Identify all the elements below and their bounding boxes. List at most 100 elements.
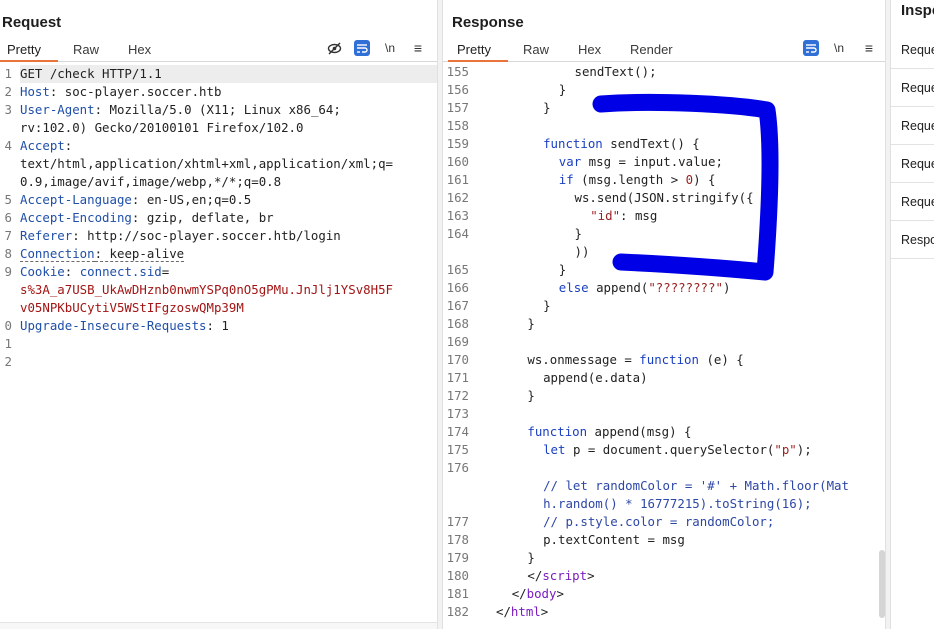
code-text: text/html,application/xhtml+xml,applicat… [20,155,393,173]
response-tab-raw[interactable]: Raw [523,42,550,57]
code-text: "id": msg [590,207,657,225]
code-token: Upgrade-Insecure-Requests [20,318,207,333]
newline-icon[interactable]: \n [833,41,844,55]
code-line: 167} [443,297,889,315]
menu-icon[interactable]: ≡ [413,40,423,56]
line-number: 1 [4,66,12,81]
code-token: Cookie [20,264,65,279]
code-line: 182 </html> [443,603,889,621]
line-number: 163 [446,208,469,223]
code-token: else [558,280,589,295]
active-tab-indicator [0,60,58,62]
code-token: ) { [693,172,716,187]
code-line: rv:102.0) Gecko/20100101 Firefox/102.0 [0,119,437,137]
response-tab-hex[interactable]: Hex [578,42,602,57]
code-line: 178 p.textContent = msg [443,531,889,549]
code-token: sendText() { [602,136,700,151]
code-token: > [556,586,564,601]
request-tab-hex[interactable]: Hex [128,42,152,57]
code-text: Accept-Encoding: gzip, deflate, br [20,209,274,227]
inspector-item[interactable]: Reque [891,31,934,69]
code-text: append(e.data) [543,369,647,387]
response-tab-pretty[interactable]: Pretty [457,42,491,57]
code-text: </script> [527,567,594,585]
response-tab-render[interactable]: Render [630,42,673,57]
line-number: 174 [446,424,469,439]
newline-icon[interactable]: \n [384,41,395,55]
code-line: 158 [443,117,889,135]
code-token: if [558,172,574,187]
code-text: </html> [496,603,548,621]
inspector-item[interactable]: Respo [891,221,934,259]
code-text: v05NPKbUCytiV5WStIFgzoswQMp39M [20,299,244,317]
code-token: : http://soc-player.soccer.htb/login [72,228,341,243]
code-token: s%3A_a7USB_UkAwDHznb0nwmYSPq0nO5gPMu.JnJ… [20,282,393,297]
line-number: 7 [4,228,12,243]
line-number: 179 [446,550,469,565]
line-number: 3 [4,102,12,117]
code-line: 177// p.style.color = randomColor; [443,513,889,531]
code-token: var [558,154,582,169]
line-number: 162 [446,190,469,205]
code-token: text/html,application/xhtml+xml,applicat… [20,156,393,171]
code-text: } [559,261,566,279]
code-line: 181</body> [443,585,889,603]
eye-off-icon[interactable] [326,40,342,56]
request-horizontal-scrollbar[interactable] [0,622,437,629]
line-number: 182 [446,604,469,619]
code-line: 0.9,image/avif,image/webp,*/*;q=0.8 [0,173,437,191]
code-text: </body> [512,585,564,603]
wrap-lines-icon[interactable] [354,40,370,56]
code-token: ); [796,442,812,457]
response-vertical-scrollbar[interactable] [879,550,885,618]
line-number: 2 [4,354,12,369]
pane-divider[interactable] [885,0,891,629]
request-title: Request [2,14,62,31]
inspector-item[interactable]: Reque [891,145,934,183]
code-token: Accept-Language [20,192,132,207]
inspector-item[interactable]: Reque [891,107,934,145]
menu-icon[interactable]: ≡ [864,40,874,56]
code-line: )) [443,243,889,261]
code-token: } [574,226,582,241]
wrap-lines-icon[interactable] [803,40,819,56]
code-token: h.random() * 16777215).toString(16); [543,496,812,511]
response-tabs: Pretty Raw Hex Render \n ≡ [443,40,889,62]
code-token: "id" [590,208,621,223]
code-token: append(msg) { [587,424,692,439]
code-line: 2 [0,353,437,371]
pane-divider[interactable] [437,0,443,629]
code-text: let p = document.querySelector("p"); [543,441,812,459]
code-token: p.textContent = msg [543,532,685,547]
inspector-item[interactable]: Reque [891,69,934,107]
inspector-item[interactable]: Reque [891,183,934,221]
line-number: 161 [446,172,469,187]
code-text: p.textContent = msg [543,531,685,549]
line-number: 157 [446,100,469,115]
code-line: text/html,application/xhtml+xml,applicat… [0,155,437,173]
line-number: 170 [446,352,469,367]
code-text: Upgrade-Insecure-Requests: 1 [20,317,229,335]
code-token: Accept [20,138,65,153]
request-tab-pretty[interactable]: Pretty [7,42,41,57]
code-token: connect.sid [79,264,162,279]
code-token: : msg [620,208,658,223]
line-number: 178 [446,532,469,547]
code-token: Referer [20,228,73,243]
code-line: 180</script> [443,567,889,585]
request-tab-raw[interactable]: Raw [73,42,100,57]
code-token: Connection [20,246,95,262]
code-text: s%3A_a7USB_UkAwDHznb0nwmYSPq0nO5gPMu.JnJ… [20,281,393,299]
code-token: rv:102.0) Gecko/20100101 Firefox/102.0 [20,120,304,135]
code-token: v05NPKbUCytiV5WStIFgzoswQMp39M [20,300,244,315]
